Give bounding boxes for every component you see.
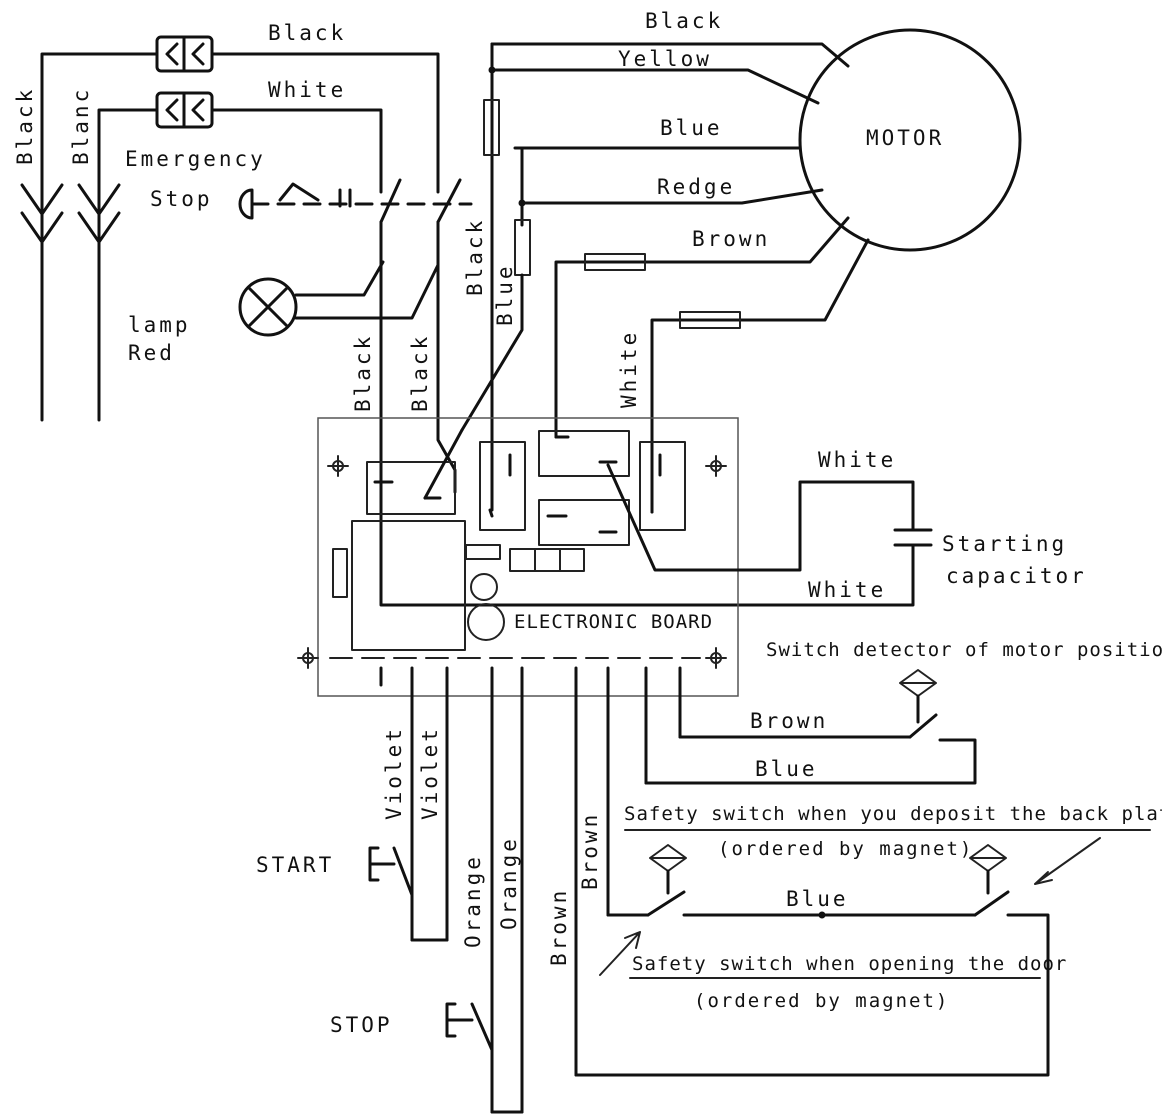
electronic-board [297,417,739,697]
label-motor-redge: Redge [657,175,735,199]
label-board-black-1: Black [351,334,375,412]
label-safety-door: Safety switch when opening the door [632,953,1067,975]
start-button-icon [368,846,414,897]
stop-button-icon [445,1002,494,1052]
label-lamp-red: Red [128,341,175,365]
starting-capacitor-icon [893,528,933,547]
label-capacitor: capacitor [946,564,1087,588]
label-motor: MOTOR [866,126,944,150]
label-motor-yellow: Yellow [618,47,712,71]
label-stop-button: STOP [330,1013,393,1037]
label-plug-white: White [268,78,346,102]
label-brown-vertical-2: Brown [578,812,602,890]
label-lead-black: Black [13,87,37,165]
motor-icon [798,28,1022,252]
label-stop: Stop [150,187,213,211]
label-safety-back-plate: Safety switch when you deposit the back … [624,803,1162,825]
label-cap-white-bottom: White [808,578,886,602]
label-safety-blue: Blue [786,887,849,911]
mains-connectors [20,35,440,422]
label-violet-1: Violet [382,726,406,820]
label-motor-black-vertical: Black [463,218,487,296]
label-orange-1: Orange [461,854,485,948]
label-ordered-by-magnet-2: (ordered by magnet) [694,990,949,1012]
label-brown-vertical-1: Brown [547,888,571,966]
label-start: START [256,853,334,877]
label-board-black-2: Black [408,334,432,412]
label-emergency: Emergency [125,147,266,171]
lamp-icon [238,277,298,337]
label-motor-black: Black [645,9,723,33]
label-motor-brown: Brown [692,227,770,251]
label-detector-blue: Blue [755,757,818,781]
emergency-stop-switch [238,178,473,224]
safety-switch-door [646,844,687,917]
label-detector-brown: Brown [750,709,828,733]
label-motor-blue-vertical: Blue [493,263,517,326]
label-plug-black: Black [268,21,346,45]
motor-position-detector-switch [899,669,938,739]
label-switch-detector: Switch detector of motor position [766,639,1162,661]
safety-switch-back-plate [969,844,1010,917]
label-violet-2: Violet [418,726,442,820]
label-motor-blue: Blue [660,116,723,140]
label-lamp: lamp [128,313,191,337]
label-cap-white-top: White [818,448,896,472]
label-ordered-by-magnet-1: (ordered by magnet) [718,838,973,860]
label-orange-2: Orange [497,836,521,930]
label-motor-white-vertical: White [617,330,641,408]
label-starting: Starting [942,532,1067,556]
label-electronic-board: ELECTRONIC BOARD [514,611,713,633]
label-lead-blanc: Blanc [69,87,93,165]
